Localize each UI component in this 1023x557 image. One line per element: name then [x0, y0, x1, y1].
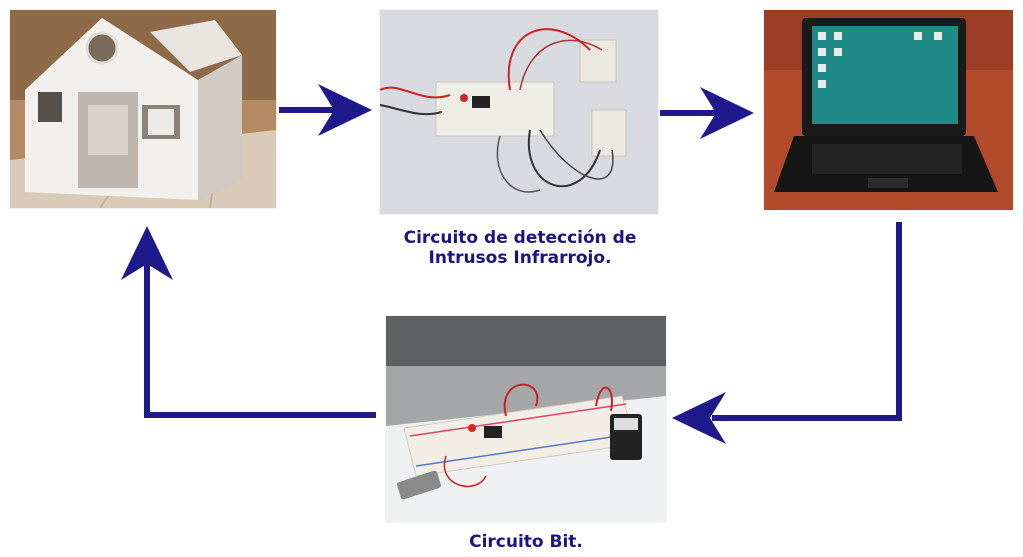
laptop-photo — [764, 10, 1013, 210]
arrow-house-to-ir-circuit — [279, 84, 372, 136]
arrow-laptop-to-bit-circuit — [672, 222, 902, 444]
arrow-ir-circuit-to-laptop — [660, 87, 754, 139]
infrared-circuit-photo — [380, 10, 658, 214]
ir-circuit-caption: Circuito de detección de Intrusos Infrar… — [360, 228, 680, 268]
ir-circuit-caption-line-2: Intrusos Infrarrojo. — [428, 248, 612, 268]
bit-circuit-photo — [386, 316, 666, 522]
bit-circuit-caption: Circuito Bit. — [469, 532, 583, 552]
arrow-bit-circuit-to-house — [121, 226, 376, 418]
ir-circuit-caption-line-1: Circuito de detección de — [403, 228, 637, 248]
house-model-photo — [10, 10, 276, 208]
